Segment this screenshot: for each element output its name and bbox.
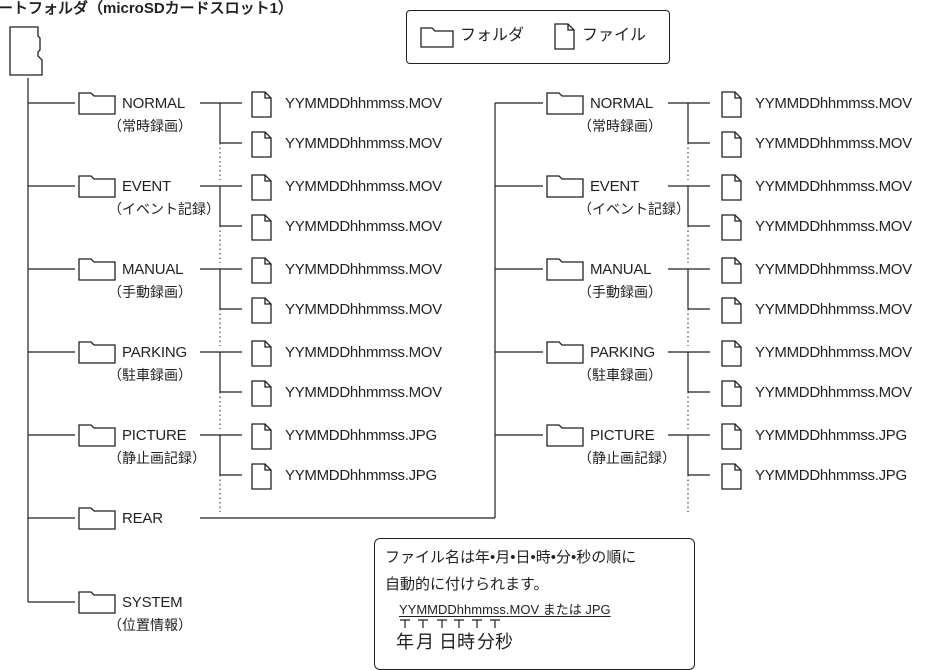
right_tree-file-name: YYMMDDhhmmss.JPG xyxy=(755,467,907,484)
right_tree-file-name: YYMMDDhhmmss.MOV xyxy=(755,218,912,235)
left_tree-file-name: YYMMDDhhmmss.JPG xyxy=(285,427,437,444)
filename-format: YYMMDDhhmmss.MOV または JPG xyxy=(399,602,611,617)
folder-icon xyxy=(78,175,116,198)
right_tree-file-name: YYMMDDhhmmss.MOV xyxy=(755,178,912,195)
file-icon xyxy=(721,91,742,118)
right_tree-folder-name: PARKING xyxy=(590,344,656,361)
left_tree-folder-sub: （静止画記録） xyxy=(108,450,206,466)
right_tree-folder-name: MANUAL xyxy=(590,261,652,278)
right_tree-file-name: YYMMDDhhmmss.JPG xyxy=(755,427,907,444)
left_tree-file-name: YYMMDDhhmmss.MOV xyxy=(285,218,442,235)
file-icon xyxy=(251,214,272,241)
left_tree-file-name: YYMMDDhhmmss.MOV xyxy=(285,95,442,112)
left_tree-folder-name: NORMAL xyxy=(122,95,185,112)
file-icon xyxy=(251,340,272,367)
folder-icon xyxy=(420,27,454,48)
unit-month: 月 xyxy=(416,632,436,652)
legend-box: フォルダ ファイル xyxy=(406,10,670,64)
unit-minute: 分 xyxy=(477,632,497,652)
right_tree-folder-name: NORMAL xyxy=(590,95,653,112)
folder-icon xyxy=(78,92,116,115)
folder-icon xyxy=(546,175,584,198)
file-icon xyxy=(721,131,742,158)
file-icon xyxy=(251,131,272,158)
left_tree-file-name: YYMMDDhhmmss.MOV xyxy=(285,384,442,401)
left_tree-file-name: YYMMDDhhmmss.MOV xyxy=(285,301,442,318)
legend-folder-label: フォルダ xyxy=(460,27,525,44)
left_tree-file-name: YYMMDDhhmmss.MOV xyxy=(285,344,442,361)
left_tree-folder-sub: （常時録画） xyxy=(108,118,192,134)
folder-icon xyxy=(78,258,116,281)
folder-icon xyxy=(78,507,116,530)
left_tree-file-name: YYMMDDhhmmss.JPG xyxy=(285,467,437,484)
file-icon xyxy=(251,91,272,118)
right_tree-folder-sub: （駐車録画） xyxy=(578,367,662,383)
unit-year: 年 xyxy=(396,632,416,652)
file-icon xyxy=(721,257,742,284)
file-icon xyxy=(251,463,272,490)
left_tree-file-name: YYMMDDhhmmss.MOV xyxy=(285,261,442,278)
rear-folder-name: REAR xyxy=(122,510,163,527)
file-icon xyxy=(721,463,742,490)
system-folder-name: SYSTEM xyxy=(122,594,183,611)
file-icon xyxy=(721,297,742,324)
right_tree-folder-sub: （常時録画） xyxy=(578,118,662,134)
file-icon xyxy=(251,174,272,201)
file-icon xyxy=(251,380,272,407)
file-icon xyxy=(721,214,742,241)
note-line-2: 自動的に付けられます。 xyxy=(385,576,549,593)
right_tree-folder-name: EVENT xyxy=(590,178,640,195)
unit-day: 日 xyxy=(439,632,459,652)
left_tree-folder-sub: （手動録画） xyxy=(108,284,192,300)
diagram-title: ートフォルダ（microSDカードスロット1） xyxy=(0,0,294,17)
right_tree-folder-sub: （静止画記録） xyxy=(578,450,676,466)
right_tree-folder-sub: （イベント記録） xyxy=(578,201,690,217)
left_tree-folder-name: EVENT xyxy=(122,178,172,195)
unit-hour: 時 xyxy=(457,632,477,652)
folder-icon xyxy=(78,341,116,364)
right_tree-folder-name: PICTURE xyxy=(590,427,655,444)
file-icon xyxy=(721,174,742,201)
folder-icon xyxy=(546,258,584,281)
right_tree-file-name: YYMMDDhhmmss.MOV xyxy=(755,384,912,401)
folder-icon xyxy=(78,424,116,447)
unit-second: 秒 xyxy=(495,632,515,652)
file-icon xyxy=(721,380,742,407)
system-folder-sub: （位置情報） xyxy=(108,617,192,633)
folder-icon xyxy=(546,92,584,115)
folder-icon xyxy=(78,591,116,614)
file-icon xyxy=(554,23,575,50)
file-icon xyxy=(251,257,272,284)
right_tree-file-name: YYMMDDhhmmss.MOV xyxy=(755,261,912,278)
left_tree-folder-name: MANUAL xyxy=(122,261,184,278)
note-line-1: ファイル名は年•月•日•時•分•秒の順に xyxy=(385,549,637,566)
right_tree-file-name: YYMMDDhhmmss.MOV xyxy=(755,95,912,112)
right_tree-file-name: YYMMDDhhmmss.MOV xyxy=(755,344,912,361)
filename-note-box: ファイル名は年•月•日•時•分•秒の順に 自動的に付けられます。 YYMMDDh… xyxy=(374,538,695,670)
sd-card-icon xyxy=(9,26,43,76)
filename-part-markers xyxy=(400,619,500,628)
left_tree-folder-name: PICTURE xyxy=(122,427,187,444)
left_tree-folder-sub: （駐車録画） xyxy=(108,367,192,383)
file-icon xyxy=(721,423,742,450)
file-icon xyxy=(251,297,272,324)
folder-icon xyxy=(546,341,584,364)
left_tree-file-name: YYMMDDhhmmss.MOV xyxy=(285,135,442,152)
right_tree-file-name: YYMMDDhhmmss.MOV xyxy=(755,301,912,318)
left_tree-folder-name: PARKING xyxy=(122,344,188,361)
left_tree-file-name: YYMMDDhhmmss.MOV xyxy=(285,178,442,195)
legend-file-label: ファイル xyxy=(582,27,647,44)
right_tree-file-name: YYMMDDhhmmss.MOV xyxy=(755,135,912,152)
file-icon xyxy=(251,423,272,450)
folder-icon xyxy=(546,424,584,447)
file-icon xyxy=(721,340,742,367)
right_tree-folder-sub: （手動録画） xyxy=(578,284,662,300)
left_tree-folder-sub: （イベント記録） xyxy=(108,201,220,217)
